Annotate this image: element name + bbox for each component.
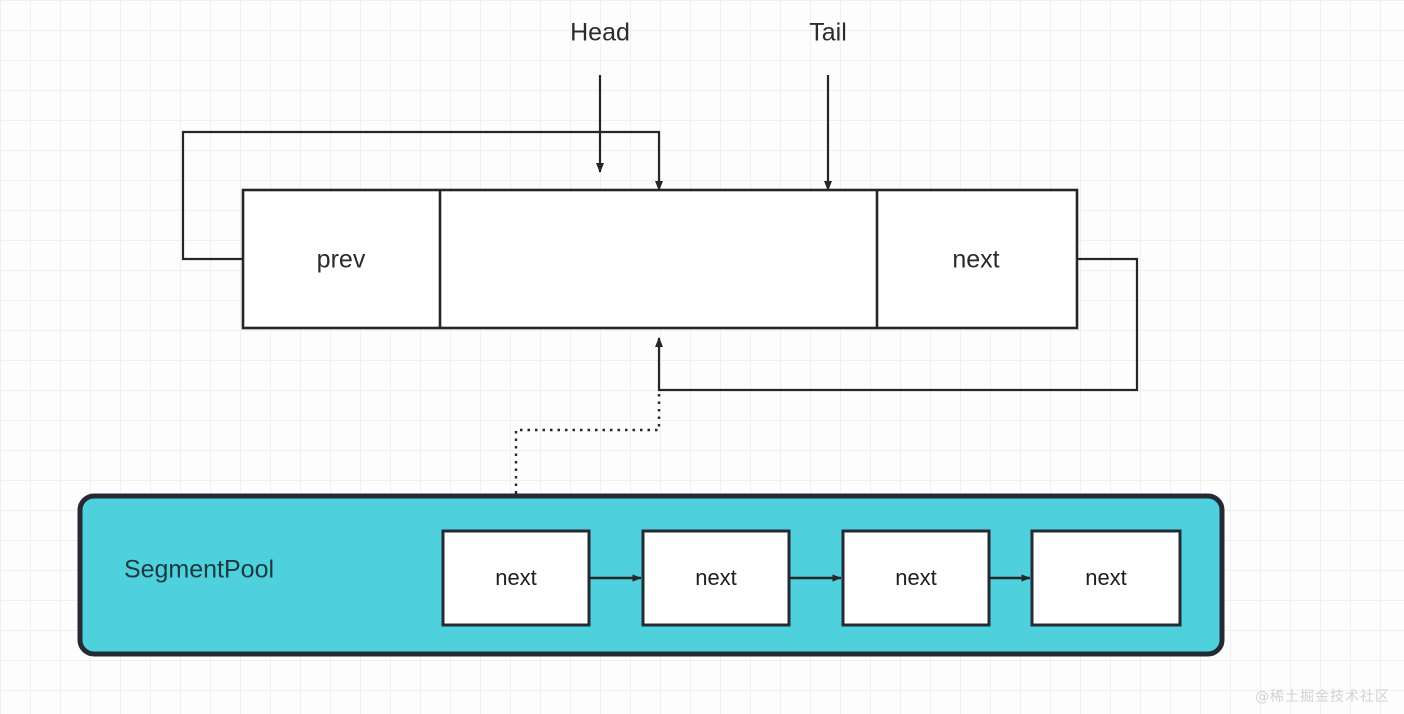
- node-prev-label: prev: [316, 245, 366, 274]
- head-label: Head: [570, 18, 630, 47]
- node-box[interactable]: [241, 188, 1079, 330]
- segment-pool-title: SegmentPool: [123, 555, 275, 584]
- node-next-label: next: [952, 245, 1000, 274]
- watermark: @稀土掘金技术社区: [1255, 689, 1390, 705]
- pool-cell-label-3: next: [1085, 565, 1127, 590]
- pool-cell-label-0: next: [495, 565, 537, 590]
- tail-label: Tail: [809, 18, 847, 47]
- pool-to-node-dotted-link: [514, 392, 661, 531]
- pool-cell-label-2: next: [895, 565, 937, 590]
- next-forwardlink-wire: [655, 257, 1139, 392]
- pool-cell-label-1: next: [695, 565, 737, 590]
- prev-backlink-wire: [181, 130, 663, 261]
- pool-cell-box-3[interactable]: [1030, 529, 1182, 627]
